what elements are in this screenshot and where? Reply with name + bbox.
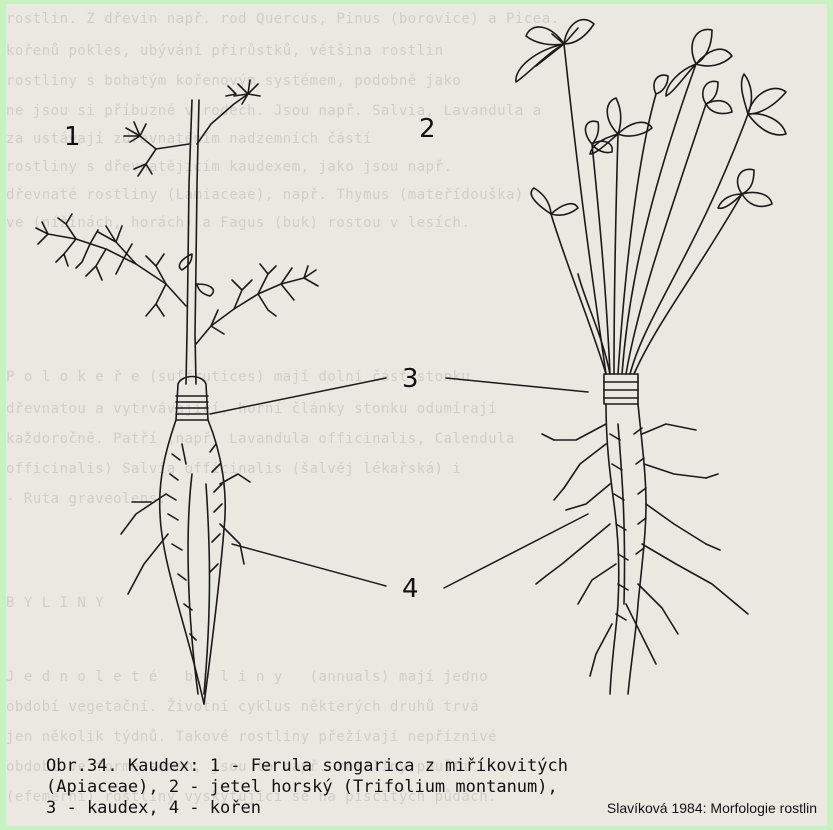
figure-label-1: 1 xyxy=(64,122,81,152)
caption-line-1: Obr.34. Kaudex: 1 - Ferula songarica z m… xyxy=(46,756,568,777)
figure-label-2: 2 xyxy=(419,114,436,144)
leader-lines xyxy=(210,378,588,588)
figure-caption: Obr.34. Kaudex: 1 - Ferula songarica z m… xyxy=(46,756,568,819)
source-credit: Slavíková 1984: Morfologie rostlin xyxy=(607,800,817,816)
botanical-illustration xyxy=(6,4,827,826)
caption-line-2: (Apiaceae), 2 - jetel horský (Trifolium … xyxy=(46,777,568,798)
caption-line-3: 3 - kaudex, 4 - kořen xyxy=(46,798,568,819)
figure-label-3: 3 xyxy=(402,364,419,394)
figure-label-4: 4 xyxy=(402,574,419,604)
trifolium-plant xyxy=(516,20,786,694)
ferula-plant xyxy=(36,80,318,704)
document-page: rostlin. Z dřevin např. rod Quercus, Pin… xyxy=(6,4,827,826)
